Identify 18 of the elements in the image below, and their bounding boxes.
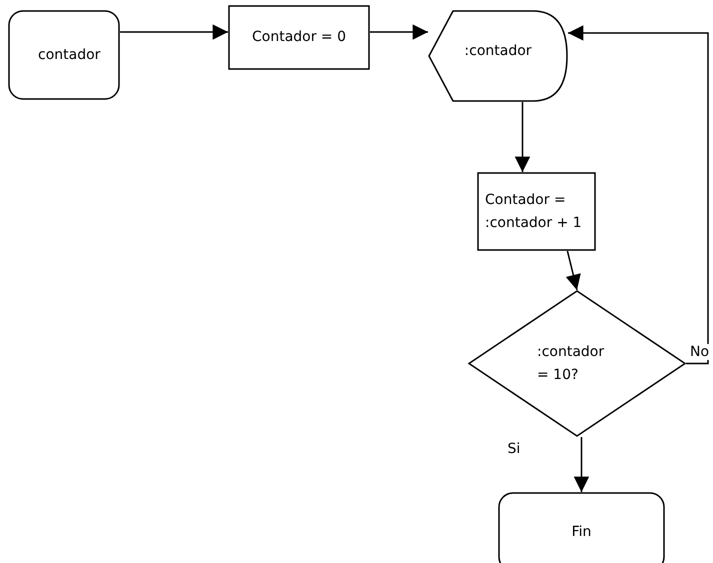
arrow — [574, 437, 590, 492]
arrow — [514, 102, 530, 172]
node-text: :contador — [464, 42, 532, 61]
node-text: Contador = :contador + 1 — [485, 191, 583, 232]
node-text: Fin — [572, 522, 592, 542]
decision-diamond — [468, 290, 686, 437]
arrow — [120, 24, 228, 40]
end-terminal — [498, 492, 665, 563]
node-text: contador — [38, 46, 100, 65]
arrow — [568, 25, 709, 364]
process-box — [477, 172, 596, 251]
edge-label: No — [688, 344, 712, 360]
start-terminal — [8, 10, 120, 100]
arrow — [566, 250, 581, 290]
arrow — [370, 24, 428, 40]
display-shape — [428, 10, 568, 102]
node-text: Contador = 0 — [252, 28, 346, 48]
process-box — [228, 5, 370, 70]
